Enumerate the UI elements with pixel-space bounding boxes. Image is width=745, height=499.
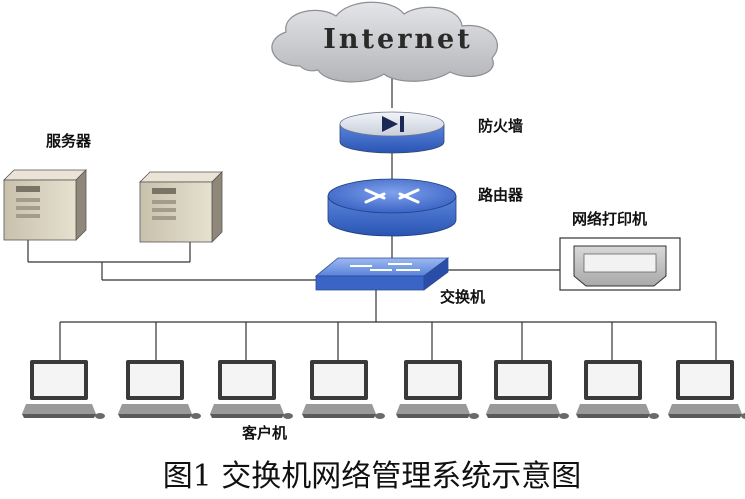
- internet-cloud: Internet: [271, 1, 498, 83]
- printer-label: 网络打印机: [572, 210, 647, 228]
- connection-lines: [27, 76, 717, 360]
- network-printer: 网络打印机: [559, 210, 681, 291]
- client-group: 客户机: [22, 360, 745, 442]
- firewall-label: 防火墙: [478, 117, 523, 135]
- client-laptop: [210, 360, 293, 419]
- clients-label: 客户机: [241, 424, 287, 442]
- server-group: 服务器: [3, 132, 223, 243]
- server-tower: [3, 169, 87, 241]
- client-laptop: [668, 360, 745, 419]
- figure-caption: 图1 交换机网络管理系统示意图: [163, 459, 582, 494]
- servers-label: 服务器: [46, 132, 92, 150]
- firewall-device: 防火墙: [339, 111, 523, 154]
- switch-arrows-icon: [350, 263, 420, 271]
- router-device: 路由器: [327, 178, 524, 237]
- client-laptop: [486, 360, 569, 419]
- client-laptop: [396, 360, 479, 419]
- client-laptop: [22, 360, 105, 419]
- router-arrows-icon: [364, 188, 420, 204]
- server-tower: [139, 171, 223, 243]
- firewall-icon: [382, 116, 404, 132]
- switch-device: 交换机: [314, 257, 485, 306]
- client-laptop: [118, 360, 201, 419]
- router-label: 路由器: [478, 186, 524, 204]
- switch-label: 交换机: [440, 288, 485, 306]
- internet-label: Internet: [323, 24, 472, 55]
- client-laptop: [576, 360, 659, 419]
- client-laptop: [302, 360, 385, 419]
